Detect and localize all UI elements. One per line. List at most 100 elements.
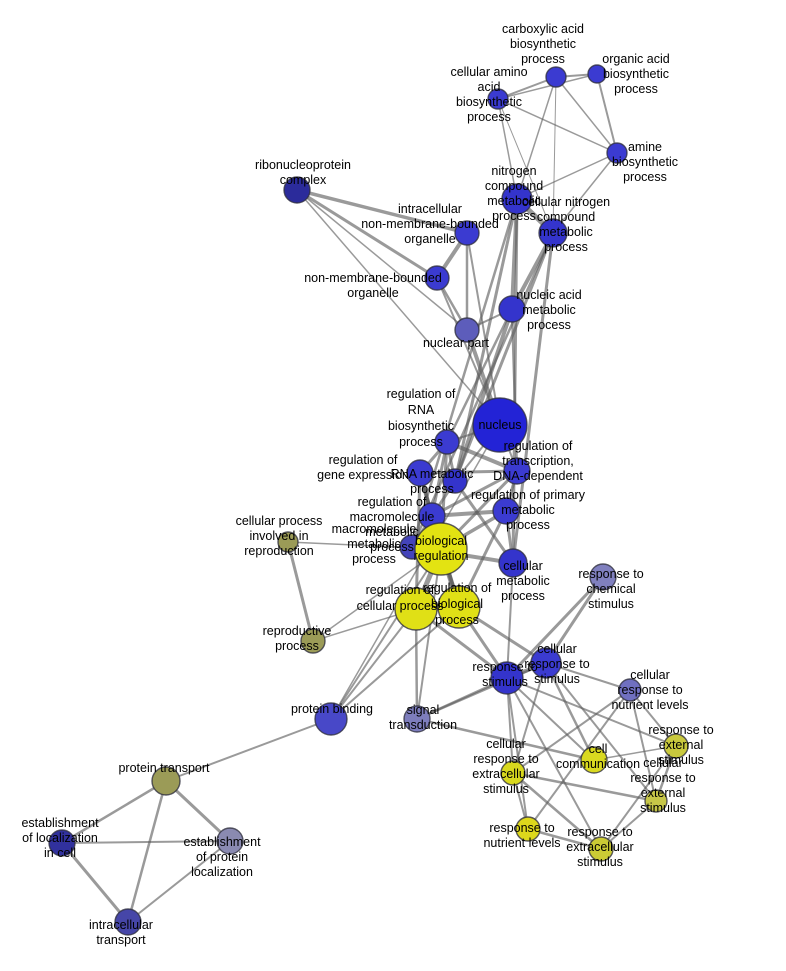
node-cellular-response-to-nutrient-levels[interactable]	[618, 678, 642, 702]
node-response-to-nutrient-levels[interactable]	[515, 816, 541, 842]
node-intracellular-non-membrane-bounded-organelle[interactable]	[454, 220, 480, 246]
node-nucleic-acid-metabolic-process[interactable]	[498, 295, 526, 323]
edge-nucleic-acid-metabolic-process--regulation-of-rna-biosynthetic-process	[445, 307, 514, 444]
edge-response-to-stimulus--response-to-chemical-stimulus	[505, 575, 605, 680]
node-nitrogen-compound-metabolic-process[interactable]	[501, 183, 533, 215]
edge-protein-binding--biological-regulation	[330, 548, 442, 720]
node-regulation-of-primary-metabolic-process[interactable]	[492, 497, 520, 525]
node-layer	[48, 64, 689, 936]
edge-protein-transport--intracellular-transport	[126, 779, 168, 924]
node-response-to-extracellular-stimulus[interactable]	[588, 836, 614, 862]
edge-regulation-of-transcription-dna-dependent--regulation-of-macromolecule-metabolic-process	[430, 469, 519, 518]
edge-protein-transport--establishment-of-localization-in-cell	[60, 779, 168, 845]
node-cellular-process-involved-in-reproduction[interactable]	[277, 531, 299, 553]
node-nucleus[interactable]	[472, 397, 528, 453]
edge-establishment-of-localization-in-cell--intracellular-transport	[60, 841, 130, 924]
node-cellular-response-to-stimulus[interactable]	[530, 647, 562, 679]
edge-carboxylic-acid-biosynthetic-process--cellular-nitrogen-compound-metabolic-process	[552, 76, 557, 234]
node-rna-metabolic-process[interactable]	[442, 468, 468, 494]
edge-cellular-nitrogen-compound-metabolic-process--rna-metabolic-process	[453, 231, 555, 483]
node-intracellular-transport[interactable]	[114, 908, 142, 936]
node-cellular-amino-acid-biosynthetic-process[interactable]	[487, 88, 509, 110]
node-cellular-nitrogen-compound-metabolic-process[interactable]	[538, 218, 568, 248]
node-regulation-of-biological-process[interactable]	[437, 585, 481, 629]
node-carboxylic-acid-biosynthetic-process[interactable]	[545, 66, 567, 88]
edge-ribonucleoprotein-complex--nucleus	[296, 189, 501, 426]
edge-protein-binding--protein-transport	[165, 718, 332, 782]
node-response-to-external-stimulus[interactable]	[663, 733, 689, 759]
edge-establishment-of-localization-in-cell--establishment-of-protein-localization	[61, 840, 231, 844]
label-protein-binding: protein binding	[291, 702, 373, 716]
node-response-to-stimulus[interactable]	[490, 661, 524, 695]
node-cellular-response-to-extracellular-stimulus[interactable]	[500, 760, 526, 786]
edge-amine-biosynthetic-process--cellular-nitrogen-compound-metabolic-process	[552, 152, 618, 234]
edge-ribonucleoprotein-complex--nuclear-part	[296, 189, 468, 331]
edge-response-to-stimulus--cell-communication	[506, 677, 595, 761]
node-cellular-metabolic-process[interactable]	[498, 548, 528, 578]
edge-nitrogen-compound-metabolic-process--rna-metabolic-process	[453, 197, 519, 483]
edge-amine-biosynthetic-process--nitrogen-compound-metabolic-process	[516, 152, 618, 200]
edge-ribonucleoprotein-complex--intracellular-non-membrane-bounded-organelle	[295, 188, 469, 235]
node-protein-transport[interactable]	[151, 766, 181, 796]
edge-cellular-amino-acid-biosynthetic-process--amine-biosynthetic-process	[497, 98, 618, 154]
node-regulation-of-transcription-dna-dependent[interactable]	[503, 457, 531, 485]
edge-intracellular-non-membrane-bounded-organelle--nucleus	[466, 232, 501, 426]
edge-response-to-extracellular-stimulus--cellular-response-to-extracellular-stimulus	[511, 771, 603, 851]
node-biological-regulation[interactable]	[414, 522, 468, 576]
node-reproductive-process[interactable]	[300, 628, 326, 654]
edge-response-to-stimulus--response-to-nutrient-levels	[506, 677, 529, 830]
node-signal-transduction[interactable]	[403, 705, 431, 733]
edge-cellular-response-to-extracellular-stimulus--cellular-response-to-external-stimulus	[511, 771, 658, 803]
node-non-membrane-bounded-organelle[interactable]	[424, 265, 450, 291]
node-regulation-of-rna-biosynthetic-process[interactable]	[434, 429, 460, 455]
edge-nitrogen-compound-metabolic-process--macromolecule-metabolic-process	[410, 197, 519, 549]
node-regulation-of-cellular-process[interactable]	[394, 587, 438, 631]
node-establishment-of-protein-localization[interactable]	[216, 827, 244, 855]
node-response-to-chemical-stimulus[interactable]	[589, 563, 617, 591]
node-organic-acid-biosynthetic-process[interactable]	[587, 64, 607, 84]
node-regulation-of-gene-expression[interactable]	[406, 459, 434, 487]
node-protein-binding[interactable]	[314, 702, 348, 736]
edge-cellular-nitrogen-compound-metabolic-process--cellular-metabolic-process	[511, 231, 555, 565]
edge-cell-communication--signal-transduction	[415, 717, 596, 762]
edge-cellular-response-to-stimulus--response-to-chemical-stimulus	[544, 575, 605, 665]
edge-cellular-response-to-stimulus--cellular-response-to-extracellular-stimulus	[512, 662, 547, 774]
node-cell-communication[interactable]	[580, 746, 608, 774]
edge-response-to-stimulus--response-to-extracellular-stimulus	[506, 677, 602, 850]
node-establishment-of-localization-in-cell[interactable]	[48, 829, 76, 857]
edge-carboxylic-acid-biosynthetic-process--amine-biosynthetic-process	[555, 76, 618, 154]
node-nuclear-part[interactable]	[454, 317, 480, 343]
edge-cellular-process-involved-in-reproduction--reproductive-process	[286, 540, 315, 643]
node-ribonucleoprotein-complex[interactable]	[283, 176, 311, 204]
node-cellular-response-to-external-stimulus[interactable]	[644, 789, 668, 813]
edge-establishment-of-protein-localization--intracellular-transport	[127, 840, 231, 923]
edge-nucleic-acid-metabolic-process--rna-metabolic-process	[453, 307, 514, 483]
edge-cellular-response-to-nutrient-levels--cellular-response-to-external-stimulus	[629, 689, 657, 802]
node-amine-biosynthetic-process[interactable]	[606, 142, 628, 164]
edge-carboxylic-acid-biosynthetic-process--nitrogen-compound-metabolic-process	[516, 76, 557, 200]
